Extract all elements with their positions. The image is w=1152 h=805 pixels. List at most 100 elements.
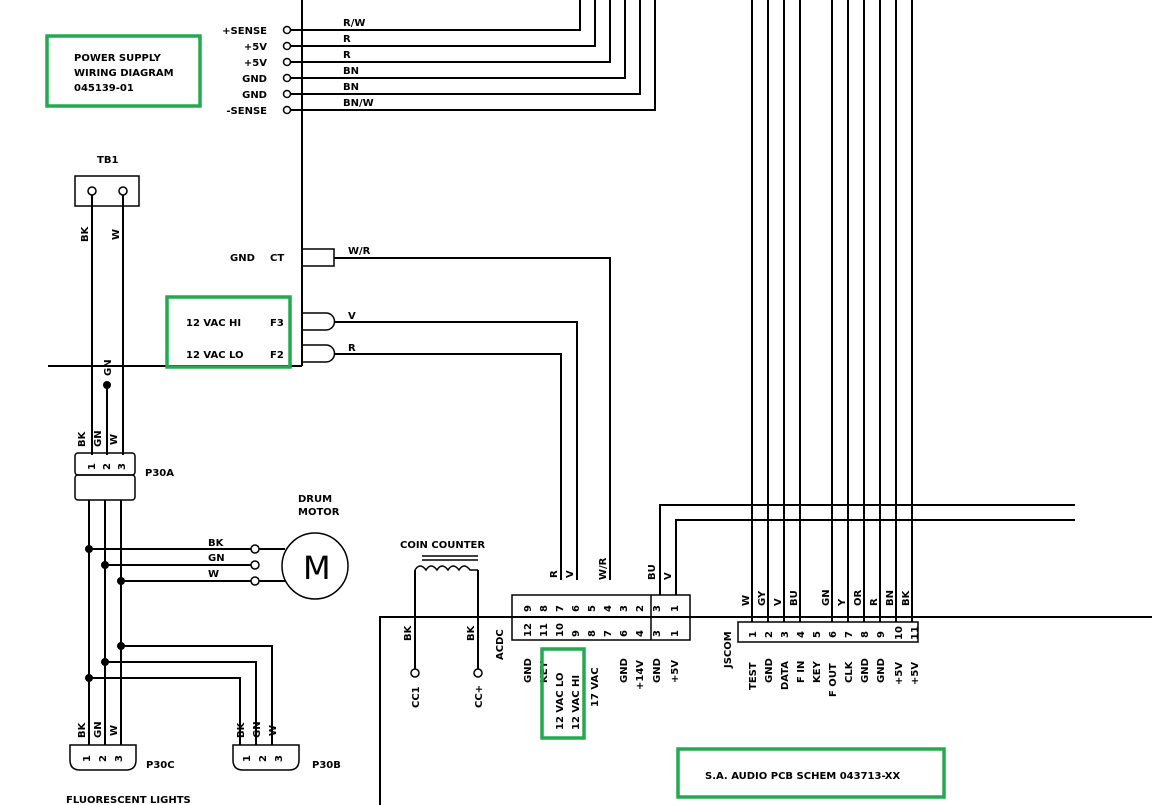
wire-p30b-bk: [89, 677, 241, 745]
jscom-wire-color: BN: [885, 590, 896, 606]
acdc-signal: GND: [652, 658, 663, 683]
wire-ps-gnd-b: [291, 0, 641, 95]
coin-terminal-cc1: [410, 668, 420, 678]
wire-ps-gnd-a: [291, 0, 626, 79]
acdc-bottom-pin: 10: [555, 623, 566, 637]
jscom-signal: DATA: [780, 661, 791, 690]
jscom-wire-color: BK: [901, 589, 912, 606]
p30c-wire-w: W: [109, 725, 120, 736]
acdc-signal: +14V: [635, 660, 646, 690]
p30c-label: P30C: [146, 760, 175, 771]
acdc-signal-12vac-hi: 12 VAC HI: [571, 675, 582, 730]
f2-connector: [302, 344, 336, 363]
acdc-wire-v: V: [565, 570, 576, 578]
acdc-bottom-pin: 12: [523, 623, 534, 637]
p30c-wire-gn: GN: [93, 721, 104, 738]
power-supply-outputs: +SENSE +5V +5V GND GND -SENSE R/W R R BN…: [222, 0, 656, 117]
motor-terminal: [250, 544, 260, 554]
tb1-wire-bk: BK: [80, 225, 91, 242]
wire-f2-r: [334, 353, 562, 580]
ps-pin-label: GND: [242, 74, 267, 85]
jscom-signal: F OUT: [828, 663, 839, 697]
drum-motor-title-1: DRUM: [298, 494, 332, 505]
jscom-signals: TEST GND DATA F IN KEY F OUT CLK GND GND…: [748, 658, 921, 697]
coin-wire-bk-1: BK: [403, 624, 414, 641]
p30b-wire-bk: BK: [236, 721, 247, 738]
p30a-pin: 2: [102, 463, 113, 470]
ct-label: GND: [230, 253, 255, 264]
wire-ps-5v-a: [291, 0, 596, 47]
acdc-top-pin: 3: [619, 605, 630, 612]
jscom-wire-color: V: [773, 598, 784, 606]
acdc-bottom-pin: 8: [587, 630, 598, 637]
acdc-top-pin: 3: [652, 605, 663, 612]
acdc-top-pin: 2: [635, 605, 646, 612]
ps-pin-label: GND: [242, 90, 267, 101]
motor-wire-bk: BK: [208, 538, 225, 549]
ps-pin-terminal: [282, 89, 292, 99]
p30c-plug: [69, 744, 137, 771]
ps-pin-label: -SENSE: [226, 106, 267, 117]
jscom-wire-color: GN: [821, 589, 832, 606]
p30a-pin: 3: [117, 463, 128, 470]
wire-acdc-bu: [659, 504, 1075, 595]
ps-wire-color: BN: [343, 82, 359, 93]
jscom-pin: 8: [860, 631, 871, 638]
jscom-pin: 2: [764, 631, 775, 638]
acdc-top-pin: 7: [555, 605, 566, 612]
wire-ps-5v-b: [291, 0, 611, 63]
acdc-signal-12vac-lo: 12 VAC LO: [555, 672, 566, 730]
acdc-signal: KEY: [539, 660, 550, 683]
motor-wire-gn: GN: [208, 553, 225, 564]
jscom-signal: GND: [764, 658, 775, 683]
jscom-signal: +5V: [910, 662, 921, 685]
jscom-pin: 4: [796, 631, 807, 638]
ps-pin-terminal: [282, 57, 292, 67]
jscom-wire-colors: W GY V BU GN Y OR R BN BK: [741, 589, 912, 607]
f3-pin: F3: [270, 318, 284, 329]
jscom-signal: GND: [876, 658, 887, 683]
tb1-terminal-2: [118, 186, 128, 196]
jscom-pin: 6: [828, 631, 839, 638]
jscom-wire-color: Y: [837, 598, 848, 607]
jscom-vertical-wires: [751, 0, 913, 622]
f2-wire-color: R: [348, 343, 356, 354]
jscom-connector: [737, 621, 919, 643]
acdc-bottom-pin: 9: [571, 630, 582, 637]
ps-pin-terminal: [282, 73, 292, 83]
p30a-pin: 1: [87, 463, 98, 470]
p30b-pin: 1: [242, 755, 253, 762]
acdc-signal: GND: [619, 658, 630, 683]
acdc-vac-highlight-box: [540, 647, 586, 740]
jscom-label: JSCOM: [723, 631, 734, 669]
jscom-signal: CLK: [844, 660, 855, 683]
jscom-pin: 11: [910, 626, 921, 640]
p30a-wire-w: W: [109, 434, 120, 445]
p30b-pin: 2: [258, 755, 269, 762]
tb1-label: TB1: [97, 155, 118, 166]
acdc-wire-bu: BU: [647, 564, 658, 580]
jscom-pin: 10: [894, 626, 905, 640]
ground-junction: [103, 381, 111, 389]
jscom-wire-color: OR: [853, 589, 864, 606]
motor-terminal: [250, 576, 260, 586]
drum-motor-symbol: [281, 532, 349, 600]
acdc-wire-r: R: [549, 570, 560, 578]
ps-wire-color: BN/W: [343, 98, 374, 109]
coin-terminal-ccplus: [473, 668, 483, 678]
acdc-wire-v2: V: [663, 572, 674, 580]
jscom-signal: F IN: [796, 661, 807, 683]
p30c-pin: 3: [114, 755, 125, 762]
jscom-pin: 5: [812, 631, 823, 638]
tb1-wire-w: W: [111, 229, 122, 240]
f3-connector: [302, 312, 336, 331]
p30a-wire-bk: BK: [77, 430, 88, 447]
power-supply-title-box: [45, 34, 202, 108]
acdc-top-pin: 4: [603, 605, 614, 612]
p30a-wire-gn: GN: [93, 430, 104, 447]
vac-highlight-box: [165, 295, 292, 369]
coin-pin-cc1: CC1: [411, 686, 422, 708]
ps-pin-terminal: [282, 105, 292, 115]
jscom-wire-color: GY: [757, 590, 768, 606]
